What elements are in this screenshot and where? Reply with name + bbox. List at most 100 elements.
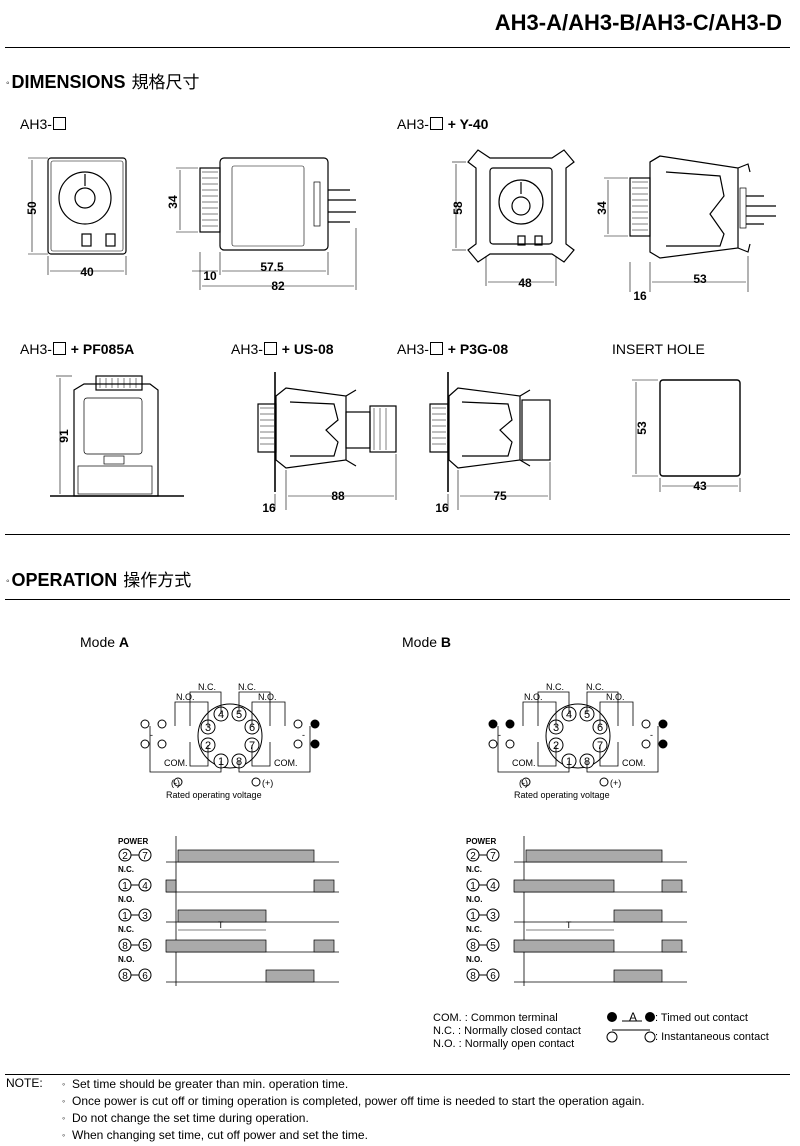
contact-mark: - xyxy=(150,730,153,740)
pin-label: 6 xyxy=(142,971,148,982)
open-contact-icon xyxy=(293,739,303,749)
contact-type-label: N.O. xyxy=(118,895,134,904)
contact-type-label: N.C. xyxy=(118,925,134,934)
pin-label: 3 xyxy=(553,722,559,734)
divider xyxy=(5,47,790,48)
fig3-label: AH3- + PF085A xyxy=(20,341,135,357)
plus-label: (+) xyxy=(262,778,273,788)
open-contact-icon xyxy=(606,1031,618,1043)
pin-label: 6 xyxy=(597,722,603,734)
pin-label: 4 xyxy=(218,709,224,721)
open-contact-icon xyxy=(140,719,150,729)
bullet-icon: ◦ xyxy=(6,575,10,587)
nc-label: N.C. xyxy=(546,682,564,692)
signal-bar xyxy=(613,969,663,983)
fig4-view xyxy=(257,372,397,510)
section-title: DIMENSIONS xyxy=(11,72,126,92)
contact-type-label: N.O. xyxy=(466,955,482,964)
note-item: Once power is cut off or timing operatio… xyxy=(62,1093,792,1110)
pin-label: 5 xyxy=(142,941,148,952)
note-item: When changing set time, cut off power an… xyxy=(62,1127,792,1144)
divider xyxy=(5,1074,790,1075)
mode-a-label: Mode A xyxy=(80,634,130,650)
dim-label: 34 xyxy=(166,195,180,209)
fig1-front-view xyxy=(28,157,127,275)
contact-type-label: N.O. xyxy=(118,955,134,964)
dim-label: 16 xyxy=(435,501,449,515)
dim-label: 10 xyxy=(203,269,217,283)
signal-bar xyxy=(313,879,335,893)
open-contact-icon xyxy=(157,739,167,749)
blank-box-icon xyxy=(429,342,443,355)
dim-label: 75 xyxy=(493,489,507,503)
pin-label: 4 xyxy=(490,881,496,892)
minus-label: (-) xyxy=(519,778,528,788)
pin-label: 3 xyxy=(142,911,148,922)
contact-mark: - xyxy=(302,730,305,740)
pin-label: 3 xyxy=(490,911,496,922)
filled-contact-icon xyxy=(645,1012,655,1022)
fig5-view xyxy=(429,372,551,510)
pin-label: 2 xyxy=(470,851,476,862)
divider xyxy=(5,534,790,535)
filled-contact-icon xyxy=(607,1012,617,1022)
no-label: N.O. xyxy=(606,692,625,702)
pin-label: 5 xyxy=(584,709,590,721)
section-title-cjk: 操作方式 xyxy=(123,571,192,591)
open-terminal-icon xyxy=(251,777,261,787)
com-label: COM. xyxy=(274,758,298,768)
pin-label: 4 xyxy=(142,881,148,892)
pin-circle xyxy=(138,968,152,982)
divider xyxy=(5,599,790,600)
fig2-side-view xyxy=(604,155,776,292)
pin-label: 3 xyxy=(205,722,211,734)
pin-label: 7 xyxy=(490,851,496,862)
contact-type-label: N.C. xyxy=(466,925,482,934)
dim-label: 58 xyxy=(451,201,465,215)
dim-label: 48 xyxy=(518,276,532,290)
contact-mark: - xyxy=(498,730,501,740)
mode-b-label: Mode B xyxy=(402,634,452,650)
dim-label: 57.5 xyxy=(260,260,284,274)
t-label: T xyxy=(218,920,224,930)
page-title: AH3-A/AH3-B/AH3-C/AH3-D xyxy=(494,10,782,35)
dim-label: 43 xyxy=(693,479,707,493)
dim-label: 88 xyxy=(331,489,345,503)
dim-label: 34 xyxy=(595,201,609,215)
t-label: T xyxy=(566,920,572,930)
open-contact-icon xyxy=(140,739,150,749)
legend-terms: COM. : Common terminal N.C. : Normally c… xyxy=(433,1012,581,1051)
open-contact-icon xyxy=(505,739,515,749)
fig5-label: AH3- + P3G-08 xyxy=(397,341,509,357)
pin-label: 5 xyxy=(236,709,242,721)
pin-label: 8 xyxy=(470,971,476,982)
pin-label: 1 xyxy=(122,911,128,922)
rated-voltage-label: Rated operating voltage xyxy=(166,790,262,800)
pin-label: 7 xyxy=(142,851,148,862)
svg-text:A: A xyxy=(629,1010,637,1024)
nc-label: N.C. xyxy=(198,682,216,692)
signal-bar xyxy=(165,879,177,893)
socket-outline xyxy=(197,703,263,769)
open-terminal-icon xyxy=(173,777,183,787)
open-contact-icon xyxy=(644,1031,656,1043)
open-terminal-icon xyxy=(521,777,531,787)
pin-circle xyxy=(138,908,152,922)
pin-label: 2 xyxy=(122,851,128,862)
signal-bar xyxy=(661,939,683,953)
notes-section: NOTE: Set time should be greater than mi… xyxy=(6,1076,645,1144)
open-contact-icon xyxy=(157,719,167,729)
contact-type-label: N.C. xyxy=(118,865,134,874)
com-label: COM. xyxy=(512,758,536,768)
signal-bar xyxy=(165,939,267,953)
dimension-drawings: 50 40 34 10 57.5 82 58 48 34 16 53 91 16… xyxy=(25,149,776,515)
signal-bar xyxy=(613,909,663,923)
section-title: OPERATION xyxy=(11,570,118,590)
notes-label: NOTE: xyxy=(6,1076,43,1090)
pin-label: 1 xyxy=(122,881,128,892)
blank-box-icon xyxy=(52,117,66,130)
